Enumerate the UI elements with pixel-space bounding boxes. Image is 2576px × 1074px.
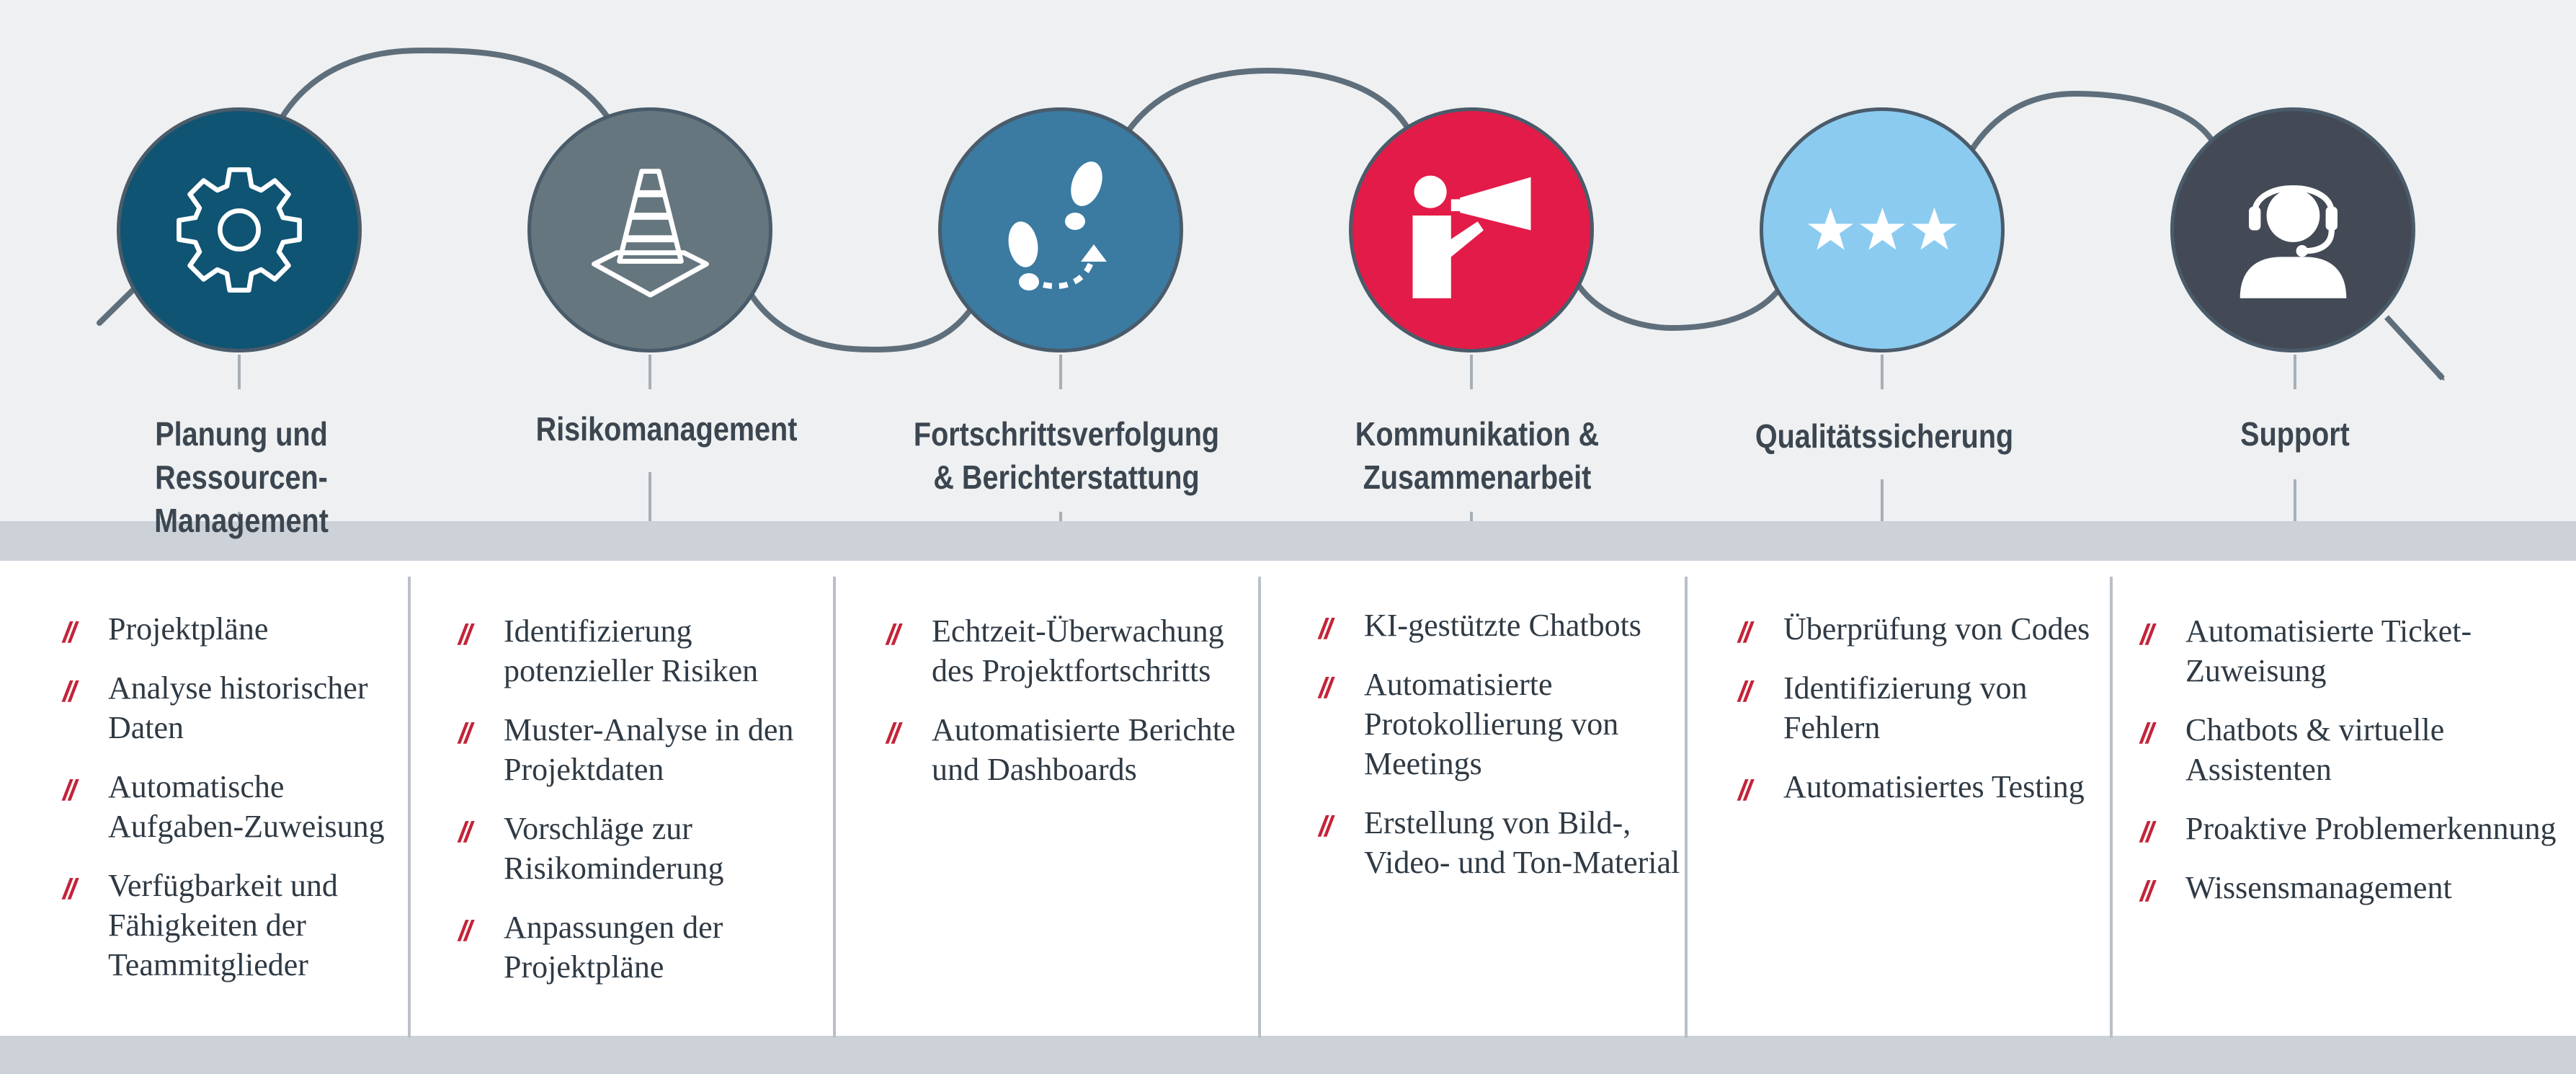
list-item: //Überprüfung von Codes xyxy=(1738,609,2110,649)
process-header-area xyxy=(0,0,2576,521)
list-item: //KI-gestützte Chatbots xyxy=(1319,605,1685,645)
stage-line-upper xyxy=(2294,355,2296,389)
bullet-slash-icon: // xyxy=(1319,673,1332,704)
list-item: //Anpassungen der Projektpläne xyxy=(458,910,723,985)
bullet-slash-icon: // xyxy=(63,617,76,649)
stage-line-lower xyxy=(1470,512,1473,521)
bullet-slash-icon: // xyxy=(1319,811,1332,843)
headset-agent-icon xyxy=(2239,185,2346,298)
bullet-slash-icon: // xyxy=(458,915,472,947)
stage-line-lower xyxy=(649,472,651,521)
stage-title-progress: Fortschrittsverfolgung & Berichterstattu… xyxy=(913,415,1220,496)
stage-circle-planning xyxy=(117,107,362,352)
stage-circle-risk xyxy=(527,107,772,352)
column-risk: //Identifizierung potenzieller Risiken /… xyxy=(408,577,833,1038)
bullet-slash-icon: // xyxy=(63,676,76,708)
item-list: //Projektpläne //Analyse historischer Da… xyxy=(63,609,408,985)
list-item: //Automatisierte Protokollierung von Mee… xyxy=(1319,667,1619,781)
three-stars-icon xyxy=(1807,207,1957,249)
stage-line-upper xyxy=(238,355,241,389)
stage-line-lower xyxy=(1881,479,1884,521)
list-item: //Proaktive Problemerkennung xyxy=(2140,809,2576,848)
stage-line-upper xyxy=(1470,355,1473,389)
item-list: //Überprüfung von Codes //Identifizierun… xyxy=(1738,609,2110,807)
list-item: //Identifizierung potenzieller Risiken xyxy=(458,613,759,688)
bullet-slash-icon: // xyxy=(2140,718,2154,750)
stage-title-quality: Qualitätssicherung xyxy=(1755,417,2014,455)
megaphone-person-icon xyxy=(1412,175,1530,298)
bullet-slash-icon: // xyxy=(2140,876,2154,907)
stage-line-lower xyxy=(238,512,241,521)
column-planning: //Projektpläne //Analyse historischer Da… xyxy=(0,577,408,1038)
connector-end-arrow xyxy=(2384,315,2445,381)
stage-title-support: Support xyxy=(2240,415,2350,453)
bullet-slash-icon: // xyxy=(1738,617,1752,649)
bullet-slash-icon: // xyxy=(1319,613,1332,645)
gear-icon xyxy=(177,167,302,293)
list-item: //Projektpläne xyxy=(63,609,408,649)
list-item: //Chatbots & virtuelle Assistenten xyxy=(2140,712,2445,787)
connector-path xyxy=(97,47,2445,381)
stage-line-lower xyxy=(1059,512,1062,521)
list-item: //Automatisierte Berichte und Dashboards xyxy=(886,712,1236,787)
divider-band-bottom xyxy=(0,1036,2576,1074)
bullet-slash-icon: // xyxy=(63,874,76,905)
item-list: //Automatisierte Ticket-Zuweisung //Chat… xyxy=(2140,611,2576,907)
list-item: //Automatisiertes Testing xyxy=(1738,767,2110,807)
bullet-slash-icon: // xyxy=(886,718,900,750)
bullet-slash-icon: // xyxy=(1738,775,1752,807)
stage-title-communication: Kommunikation & Zusammenarbeit xyxy=(1355,415,1600,496)
footsteps-icon xyxy=(1008,161,1107,290)
column-quality: //Überprüfung von Codes //Identifizierun… xyxy=(1685,577,2110,1038)
connector-arc-1 xyxy=(278,47,612,121)
connector-arc-4 xyxy=(1575,283,1783,332)
bullet-slash-icon: // xyxy=(63,775,76,807)
item-list: //Echtzeit-Überwachung des Projektfortsc… xyxy=(886,611,1258,789)
list-item: //Automatisierte Ticket-Zuweisung xyxy=(2140,613,2472,688)
list-item: //Erstellung von Bild-, Video- und Ton-M… xyxy=(1319,805,1680,880)
stage-line-lower xyxy=(2294,479,2296,521)
list-item: //Vorschläge zur Risikominderung xyxy=(458,811,724,886)
bullet-slash-icon: // xyxy=(458,817,472,848)
connector-arc-3 xyxy=(1121,67,1412,139)
item-list: //Identifizierung potenzieller Risiken /… xyxy=(458,611,833,987)
connector-arc-2 xyxy=(746,287,986,353)
bullet-slash-icon: // xyxy=(458,619,472,651)
stage-title-planning: Planung und Ressourcen- Management xyxy=(154,415,329,539)
stage-line-upper xyxy=(1881,355,1884,389)
item-list: //KI-gestützte Chatbots //Automatisierte… xyxy=(1319,605,1685,882)
connector-arc-5 xyxy=(1968,90,2215,154)
list-item: //Wissensmanagement xyxy=(2140,868,2576,907)
stage-line-upper xyxy=(649,355,651,389)
stage-circle-quality xyxy=(1760,107,2005,352)
stage-circle-progress xyxy=(938,107,1183,352)
list-item: //Verfügbarkeit und Fähigkeiten der Team… xyxy=(63,868,338,982)
bullet-slash-icon: // xyxy=(1738,676,1752,708)
traffic-cone-icon xyxy=(591,168,709,298)
list-item: //Identifizierung von Fehlern xyxy=(1738,670,2028,745)
bullet-slash-icon: // xyxy=(886,619,900,651)
stage-line-upper xyxy=(1059,355,1062,389)
stage-circle-support xyxy=(2170,107,2415,352)
divider-band-top xyxy=(0,521,2576,561)
list-item: //Automatische Aufgaben-Zuweisung xyxy=(63,769,385,844)
bullet-slash-icon: // xyxy=(458,718,472,750)
stage-title-risk: Risikomanagement xyxy=(535,410,798,448)
bullet-slash-icon: // xyxy=(2140,619,2154,651)
list-item: //Muster-Analyse in den Projektdaten xyxy=(458,712,794,787)
bullet-slash-icon: // xyxy=(2140,817,2154,848)
column-progress: //Echtzeit-Überwachung des Projektfortsc… xyxy=(833,577,1258,1038)
column-communication: //KI-gestützte Chatbots //Automatisierte… xyxy=(1258,577,1685,1038)
column-support: //Automatisierte Ticket-Zuweisung //Chat… xyxy=(2110,577,2576,1038)
list-item: //Echtzeit-Überwachung des Projektfortsc… xyxy=(886,613,1224,688)
list-item: //Analyse historischer Daten xyxy=(63,670,368,745)
stage-circle-communication xyxy=(1349,107,1594,352)
